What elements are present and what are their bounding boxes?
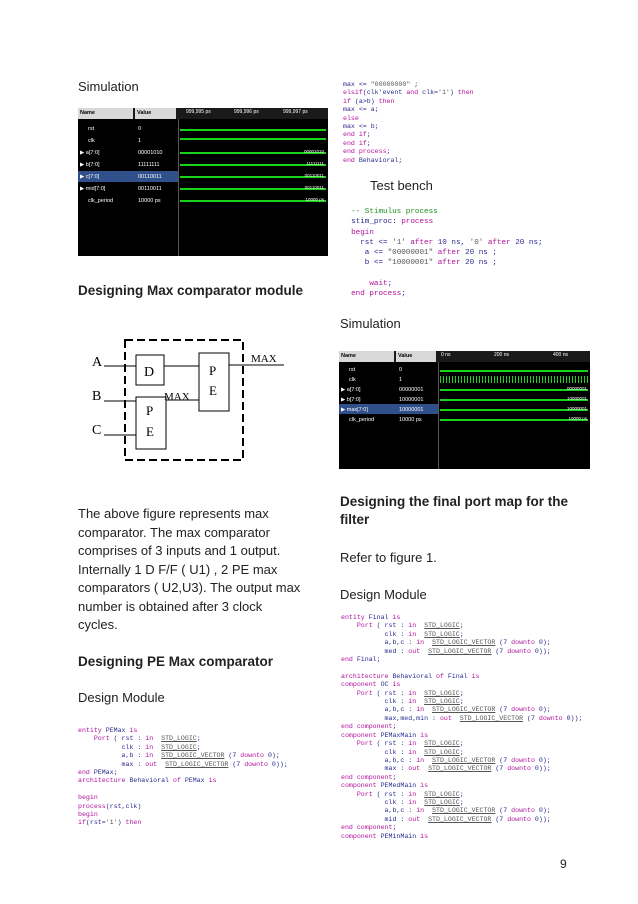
simulation-label-right: Simulation bbox=[340, 316, 401, 331]
wave1-signal-value: 0 bbox=[138, 126, 142, 132]
wave2-trace-value: 10000001 bbox=[566, 396, 587, 401]
wave1-trace-value: 00110011 bbox=[304, 173, 324, 178]
wave2-trace bbox=[440, 370, 588, 372]
max-comparator-heading: Designing Max comparator module bbox=[78, 283, 304, 298]
wave2-signal-name: rst bbox=[349, 367, 356, 373]
refer-figure-text: Refer to figure 1. bbox=[340, 550, 437, 565]
wave2-trace bbox=[440, 419, 588, 421]
wave1-value-header: Value bbox=[135, 108, 176, 119]
wave1-signal-name: clk_period bbox=[88, 198, 114, 204]
wave1-trace bbox=[180, 138, 326, 140]
wave1-signal-name: ▶ c[7:0] bbox=[80, 174, 100, 180]
final-entity-code: entity Final is Port ( rst : in STD_LOGI… bbox=[341, 614, 583, 840]
input-a-label: A bbox=[92, 355, 103, 370]
wave2-value-header: Value bbox=[396, 351, 436, 362]
wave2-tick: 400 ns bbox=[553, 352, 569, 358]
wave2-tick: 200 ns bbox=[494, 352, 510, 358]
pe-top-label: E bbox=[209, 383, 217, 398]
wave1-trace-value: 11111111 bbox=[306, 161, 324, 166]
pe-top-label: P bbox=[209, 363, 216, 378]
wave1-signal-value: 1 bbox=[138, 138, 142, 144]
wave2-signal-value: 10000001 bbox=[399, 407, 424, 413]
wave1-signal-name: ▶ b[7:0] bbox=[80, 162, 100, 168]
wave2-trace-value: 10000001 bbox=[566, 406, 587, 411]
wave2-trace bbox=[440, 399, 588, 401]
internal-max-label: MAX bbox=[164, 391, 190, 403]
wave2-signal-value: 0 bbox=[399, 367, 403, 373]
wave1-tick: 999,997 ps bbox=[283, 109, 308, 115]
wave2-signal-name: clk bbox=[349, 377, 356, 383]
wave2-signal-name: ▶ max[7:0] bbox=[341, 407, 368, 413]
wave2-signal-value: 10000001 bbox=[399, 397, 424, 403]
wave2-trace bbox=[440, 389, 588, 391]
wave1-signal-value: 00110011 bbox=[138, 186, 162, 192]
wave1-signal-name: rst bbox=[88, 126, 95, 132]
wave1-trace bbox=[180, 176, 326, 178]
wave2-signal-name: clk_period bbox=[349, 417, 375, 423]
wave1-name-header: Name bbox=[78, 108, 133, 119]
wave2-clock-trace bbox=[440, 376, 588, 383]
wave1-tick: 999,995 ps bbox=[186, 109, 211, 115]
wave1-signal-value: 00001010 bbox=[138, 150, 163, 156]
final-port-map-heading: Designing the final port map for the fil… bbox=[340, 494, 569, 527]
wave1-signal-value: 11111111 bbox=[138, 162, 160, 168]
wave1-signal-name: clk bbox=[88, 138, 95, 144]
wave2-signal-value: 00000001 bbox=[399, 387, 424, 393]
wave2-trace-value: 00000001 bbox=[566, 386, 587, 391]
input-b-label: B bbox=[92, 389, 101, 404]
wave1-trace bbox=[180, 200, 326, 202]
design-module-label-left: Design Module bbox=[78, 690, 165, 705]
test-bench-code: -- Stimulus process stim_proc: process b… bbox=[342, 208, 543, 299]
test-bench-label: Test bench bbox=[370, 178, 433, 193]
wave2-name-header: Name bbox=[339, 351, 394, 362]
max-comparator-diagram: A B C D P E P E MAX MAX bbox=[92, 339, 284, 461]
design-module-label-right: Design Module bbox=[340, 587, 427, 602]
wave1-signal-name: ▶ a[7:0] bbox=[80, 150, 100, 156]
wave1-trace bbox=[180, 129, 326, 131]
pemax-code: entity PEMax is Port ( rst : in STD_LOGI… bbox=[78, 727, 288, 827]
wave1-signal-name: ▶ mid[7:0] bbox=[80, 186, 106, 192]
wave1-trace-value: 00110011 bbox=[304, 185, 324, 190]
pe-bottom-label: E bbox=[146, 424, 154, 439]
waveform-screenshot-2: Name Value 0 ns 200 ns 400 ns rst 0 clk … bbox=[339, 351, 590, 469]
wave2-signal-name: ▶ b[7:0] bbox=[341, 397, 361, 403]
wave1-trace bbox=[180, 188, 326, 190]
max-comparator-description: The above figure represents max comparat… bbox=[78, 506, 301, 632]
input-c-label: C bbox=[92, 423, 101, 438]
wave1-trace bbox=[180, 164, 326, 166]
wave1-tick: 999,996 ps bbox=[234, 109, 259, 115]
wave2-trace-value: 10000 ps bbox=[568, 416, 587, 421]
wave1-signal-value: 10000 ps bbox=[138, 198, 161, 204]
wave1-signal-value: 00110011 bbox=[138, 174, 162, 180]
d-flipflop-label: D bbox=[144, 365, 154, 380]
wave2-signal-name: ▶ a[7:0] bbox=[341, 387, 361, 393]
wave1-trace bbox=[180, 152, 326, 154]
wave1-trace-value: 00001010 bbox=[303, 149, 324, 154]
pe-bottom-label: P bbox=[146, 403, 153, 418]
wave2-tick: 0 ns bbox=[441, 352, 451, 358]
wave2-signal-value: 1 bbox=[399, 377, 403, 383]
max-output-label: MAX bbox=[251, 353, 277, 365]
waveform-screenshot-1: Name Value 999,995 ps 999,996 ps 999,997… bbox=[78, 108, 328, 256]
wave2-trace bbox=[440, 409, 588, 411]
wave1-trace-value: 10000 ps bbox=[305, 197, 324, 202]
wave2-signal-value: 10000 ps bbox=[399, 417, 422, 423]
simulation-label-left: Simulation bbox=[78, 79, 139, 94]
pe-max-heading: Designing PE Max comparator bbox=[78, 654, 274, 669]
page-number: 9 bbox=[560, 857, 567, 871]
behavioral-code-end: max <= "00000000" ; elsif(clk'event and … bbox=[343, 81, 474, 164]
